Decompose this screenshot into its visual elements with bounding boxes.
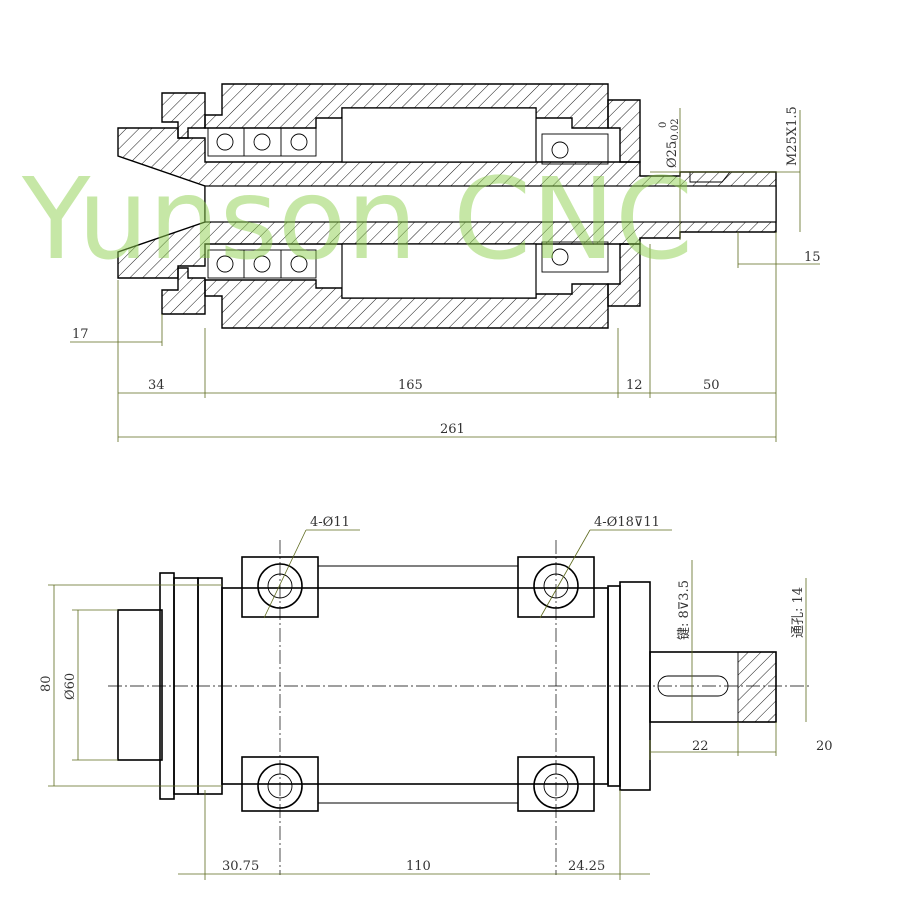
- watermark: Yunson CNC: [21, 155, 693, 285]
- side-dimension-labels: 17 34 165 12 50 261 15 Ø25 0 -0.02 M25X1…: [72, 106, 821, 437]
- top-view: [108, 540, 810, 875]
- side-dimension-lines: [70, 108, 820, 442]
- dim-thread: M25X1.5: [785, 106, 800, 166]
- dim-22: 22: [692, 739, 709, 754]
- dim-15: 15: [804, 250, 821, 265]
- top-dimension-lines: [48, 529, 807, 880]
- rear-cap-lower: [607, 243, 641, 307]
- dim-165: 165: [398, 378, 423, 393]
- front-cap-lower: [161, 267, 206, 315]
- side-section-view: [117, 83, 777, 329]
- spacer-void-lower: [341, 243, 537, 299]
- top-dimension-labels: 4-Ø11 4-Ø18⊽11 80 Ø60 键: 8⊽3.5 通孔: 14 22…: [39, 515, 833, 874]
- dim-110: 110: [406, 859, 431, 874]
- spacer-void-upper: [341, 107, 537, 163]
- dim-20: 20: [816, 739, 833, 754]
- dim-tolerance-lower: -0.02: [670, 118, 681, 144]
- spindle-bore: [204, 185, 777, 223]
- dim-261: 261: [440, 422, 465, 437]
- callout-holes-left: 4-Ø11: [310, 515, 350, 530]
- front-bearings-lower: [207, 249, 317, 279]
- front-bearings-upper: [207, 127, 317, 157]
- rear-cap: [607, 99, 641, 163]
- dim-80: 80: [39, 675, 54, 692]
- callout-holes-right: 4-Ø18⊽11: [594, 515, 660, 530]
- dim-30-75: 30.75: [222, 859, 259, 874]
- rear-bearings: [541, 133, 609, 273]
- dim-diameter-25: Ø25: [665, 141, 680, 168]
- dim-through-hole: 通孔: 14: [791, 587, 806, 638]
- dim-12: 12: [626, 378, 643, 393]
- dim-24-25: 24.25: [568, 859, 605, 874]
- shaft-bore-hidden: [737, 651, 777, 723]
- dim-diameter-60: Ø60: [63, 673, 78, 700]
- dim-34: 34: [148, 378, 165, 393]
- dim-tolerance-upper: 0: [658, 122, 669, 128]
- nose-flange: [117, 609, 163, 761]
- dim-keyway: 键: 8⊽3.5: [677, 580, 692, 640]
- dim-50: 50: [703, 378, 720, 393]
- dim-17: 17: [72, 327, 89, 342]
